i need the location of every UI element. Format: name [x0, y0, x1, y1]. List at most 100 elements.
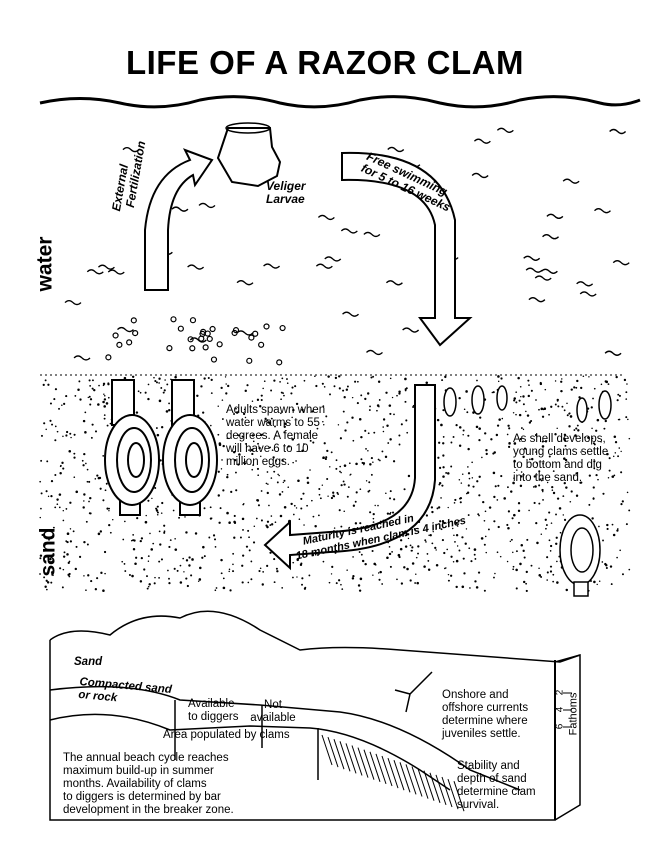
sand-grain	[608, 469, 611, 472]
sand-grain	[443, 551, 446, 555]
sand-grain	[535, 521, 538, 525]
sand-grain	[351, 396, 354, 399]
sand-grain	[436, 507, 439, 510]
sand-grain	[227, 384, 230, 388]
sand-grain	[386, 512, 390, 515]
sand-grain	[367, 449, 369, 452]
sand-grain	[46, 588, 48, 591]
sand-grain	[549, 544, 553, 548]
sand-grain	[458, 444, 462, 447]
sand-grain	[555, 542, 558, 546]
sand-grain	[549, 570, 553, 573]
sand-grain	[450, 555, 453, 558]
sand-grain	[459, 497, 462, 500]
sand-grain	[377, 458, 380, 461]
sand-grain	[343, 396, 346, 399]
sand-grain	[467, 447, 470, 451]
sand-grain	[544, 440, 548, 443]
sand-grain	[601, 561, 604, 563]
sand-grain	[393, 498, 396, 501]
sand-grain	[317, 514, 320, 517]
sand-grain	[355, 491, 358, 494]
ripple	[86, 269, 104, 275]
sand-grain	[399, 539, 403, 542]
sand-grain	[591, 517, 594, 520]
sand-grain	[274, 521, 277, 524]
sand-grain	[540, 407, 544, 411]
sand-grain	[97, 532, 101, 536]
egg	[132, 329, 139, 337]
sand-grain	[97, 403, 100, 406]
sand-grain	[281, 491, 284, 493]
sand-grain	[439, 520, 442, 523]
sand-grain	[435, 563, 439, 567]
sand-grain	[283, 431, 285, 433]
sand-grain	[222, 586, 226, 590]
sand-grain	[503, 497, 506, 500]
sand-grain	[517, 521, 521, 524]
sand-grain	[160, 387, 163, 389]
sand-grain	[522, 580, 526, 584]
sand-grain	[520, 475, 523, 478]
sand-grain	[45, 490, 48, 493]
sand-grain	[237, 434, 240, 437]
sand-grain	[625, 416, 628, 419]
sand-grain	[538, 484, 541, 487]
sand-grain	[52, 526, 55, 529]
sand-grain	[66, 553, 69, 556]
sand-grain	[398, 434, 401, 437]
sand-grain	[606, 523, 609, 527]
sand-grain	[235, 407, 237, 410]
sand-grain	[304, 586, 307, 589]
sand-grain	[72, 530, 75, 533]
hatch-line	[399, 762, 411, 793]
sand-grain	[309, 432, 311, 434]
sand-grain	[495, 433, 499, 437]
sand-grain	[346, 421, 349, 424]
sand-grain	[474, 558, 477, 560]
sand-grain	[312, 441, 315, 444]
annual-cycle-text: The annual beach cycle reaches maximum b…	[63, 752, 234, 817]
sand-grain	[424, 539, 427, 542]
sand-grain	[221, 418, 224, 420]
sand-grain	[618, 447, 621, 449]
sand-grain	[325, 415, 328, 418]
sand-grain	[513, 399, 516, 402]
sand-grain	[309, 469, 311, 471]
sand-grain	[75, 545, 78, 548]
sand-grain	[139, 391, 142, 394]
sand-grain	[582, 375, 585, 378]
sand-grain	[552, 470, 555, 473]
sand-grain	[343, 464, 347, 467]
sand-grain	[311, 410, 314, 413]
sand-grain	[146, 575, 148, 578]
sand-grain	[286, 382, 289, 384]
sand-grain	[592, 497, 595, 500]
sand-grain	[368, 409, 371, 411]
sand-grain	[197, 580, 200, 582]
sand-grain	[490, 438, 493, 441]
sand-grain	[544, 518, 547, 521]
sand-grain	[611, 523, 614, 526]
sand-grain	[217, 494, 220, 497]
sand-grain	[102, 400, 105, 404]
sand-grain	[62, 568, 65, 571]
sand-grain	[372, 461, 374, 463]
sand-grain	[239, 536, 242, 539]
sand-grain	[269, 446, 272, 449]
sand-grain	[151, 497, 153, 500]
sand-grain	[174, 538, 176, 540]
sand-grain	[233, 413, 236, 416]
sand-grain	[105, 482, 108, 485]
sand-grain	[287, 445, 290, 448]
text-line: degrees. A female	[226, 430, 319, 442]
sand-grain	[73, 452, 76, 455]
sand-grain	[479, 416, 482, 419]
sand-grain	[311, 499, 313, 502]
sand-grain	[260, 398, 263, 402]
sand-grain	[372, 574, 374, 576]
sand-grain	[478, 514, 480, 517]
sand-grain	[444, 375, 447, 379]
sand-grain	[203, 507, 206, 510]
